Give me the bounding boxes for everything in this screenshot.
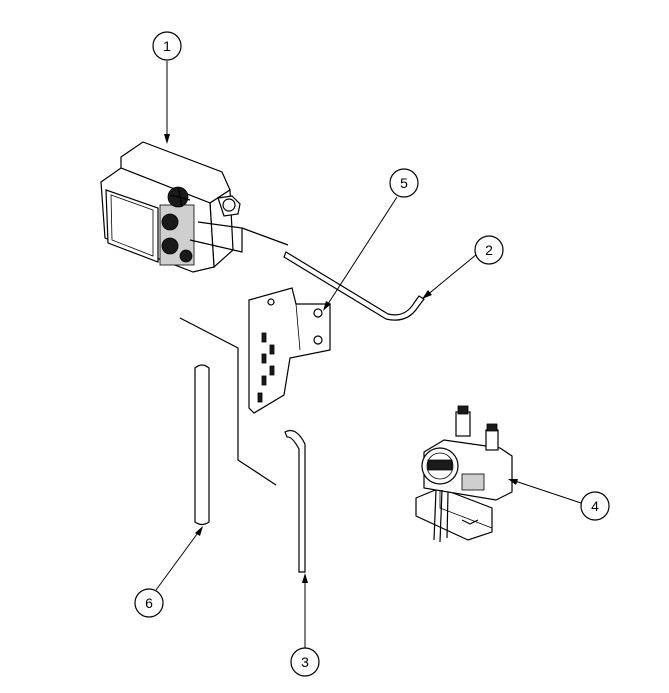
part-2-bent-tube xyxy=(283,251,425,321)
callout-3-label: 3 xyxy=(301,654,309,670)
callout-4: 4 xyxy=(580,491,610,521)
callout-5-label: 5 xyxy=(400,175,408,191)
callout-6: 6 xyxy=(134,588,164,618)
part-1-control-box xyxy=(100,141,289,273)
callout-3: 3 xyxy=(290,647,320,677)
callout-6-label: 6 xyxy=(145,595,153,611)
part-6-straight-rod xyxy=(194,364,210,526)
callout-4-label: 4 xyxy=(591,498,599,514)
part-4-valve-assembly xyxy=(415,405,513,543)
callout-5: 5 xyxy=(389,168,419,198)
part-5-mounting-bracket xyxy=(248,287,331,414)
assembly-guide-lines xyxy=(179,317,277,486)
callout-2: 2 xyxy=(474,235,504,265)
callout-1: 1 xyxy=(152,31,182,61)
part-3-bent-rod xyxy=(284,429,306,573)
callout-leaders xyxy=(155,61,582,648)
callout-2-label: 2 xyxy=(485,242,493,258)
callout-1-label: 1 xyxy=(163,38,171,54)
